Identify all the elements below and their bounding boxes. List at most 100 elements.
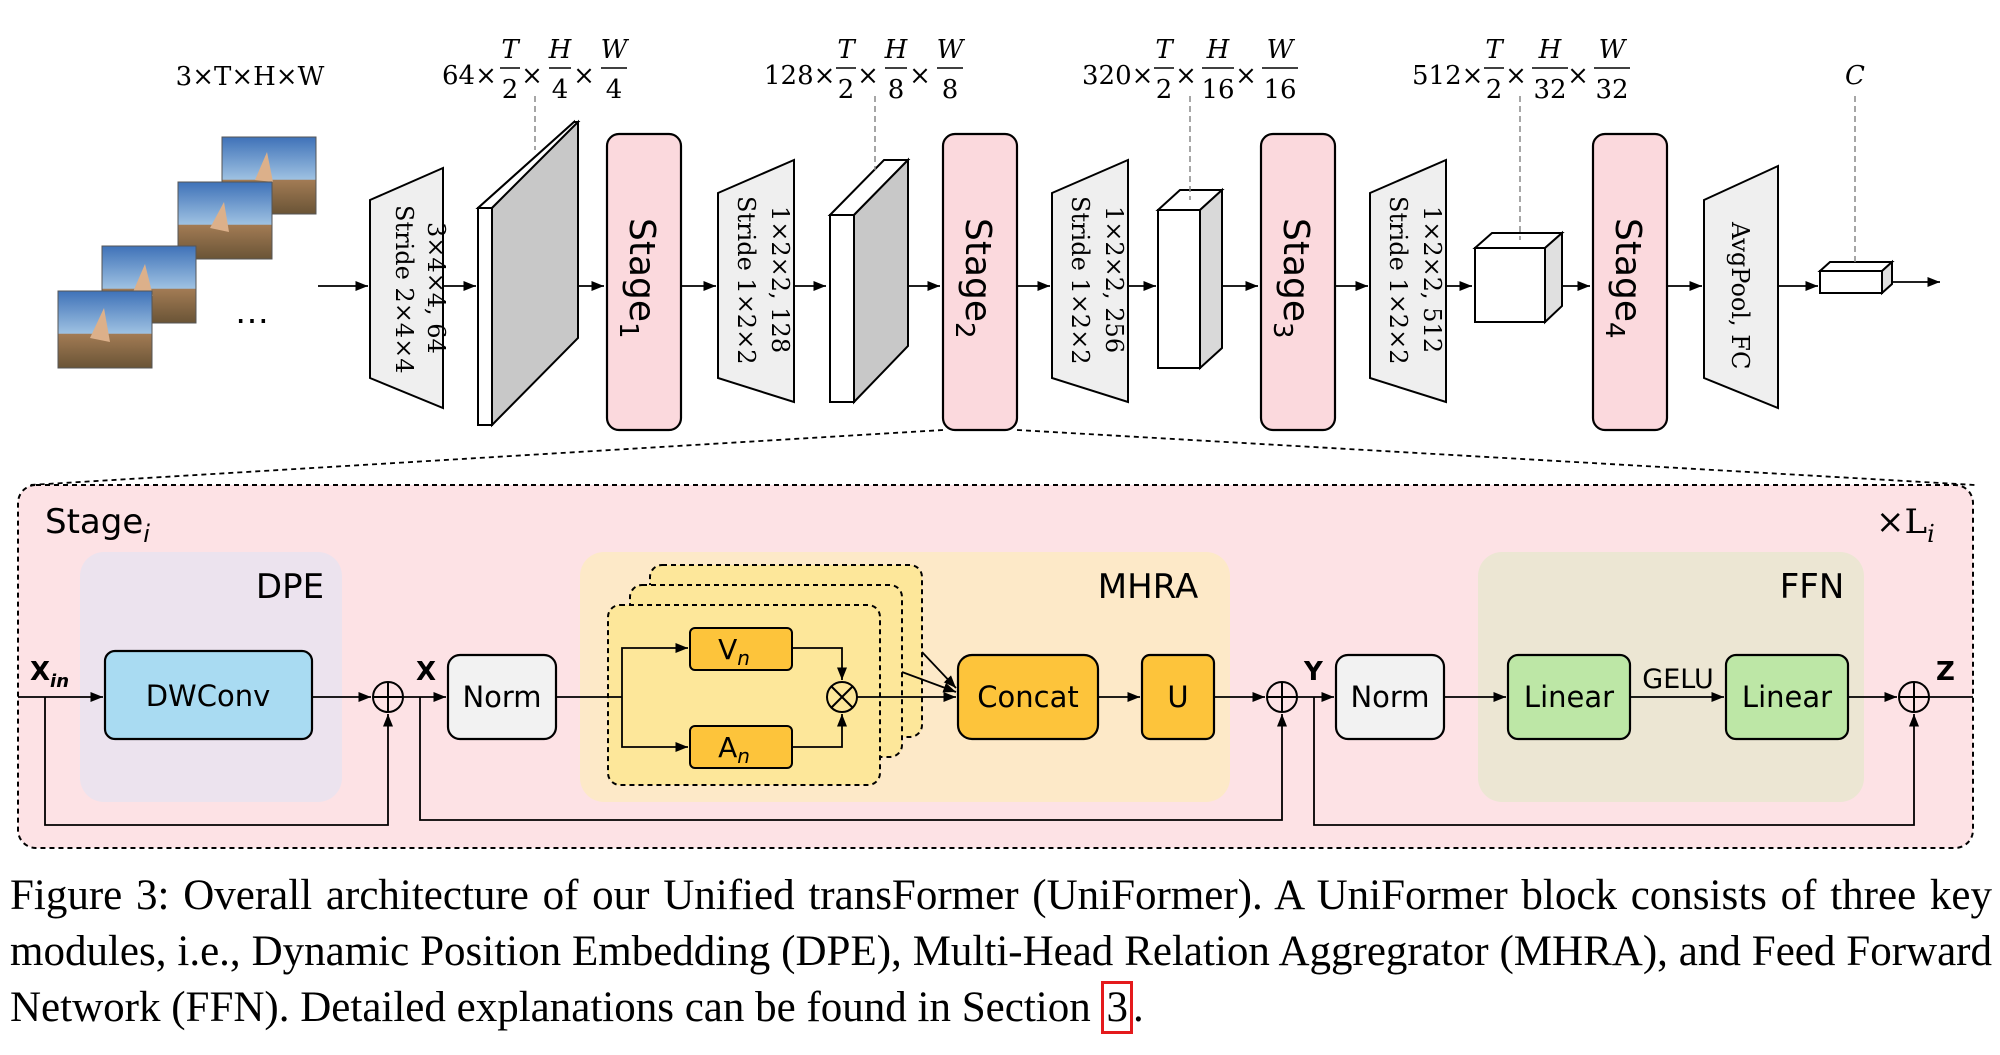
avgpool-fc-head: AvgPool, FC: [1703, 164, 1779, 410]
stage-1-box: Stage1: [605, 132, 683, 432]
svg-text:T: T: [837, 35, 856, 65]
input-dimension-label: 3×T×H×W: [176, 62, 325, 92]
svg-text:Stage4: Stage4: [1599, 218, 1648, 339]
zoom-line-left: [29, 429, 944, 486]
affinity-label: An: [718, 731, 750, 768]
x-in-label: Xin: [30, 657, 69, 692]
svg-text:4: 4: [606, 75, 623, 105]
value-box: [689, 627, 793, 671]
dpe-title: DPE: [256, 567, 324, 607]
svg-text:128×: 128×: [764, 61, 835, 91]
svg-text:16: 16: [1263, 75, 1296, 105]
top-pipeline: ⋯ 3×T×H×W 3×4×4, 64 Stride 2×4×4 Stage1: [29, 35, 1976, 486]
svg-text:Stage3: Stage3: [1267, 218, 1316, 339]
input-video-frames: ⋯: [57, 136, 317, 369]
conv-4-stride: Stride 1×2×2: [1384, 196, 1412, 364]
svg-text:×: ×: [1235, 61, 1257, 91]
svg-text:H: H: [1538, 35, 1563, 65]
svg-text:×: ×: [521, 61, 543, 91]
stage-dimension-labels: 64× T 2 × H 4 × W 4 128× T 2 × H: [442, 35, 1865, 105]
svg-text:×: ×: [1175, 61, 1197, 91]
dimension-leaders: [534, 96, 1856, 266]
block-title: Stagei: [45, 502, 150, 548]
svg-text:512×: 512×: [1412, 61, 1483, 91]
svg-text:2: 2: [838, 75, 855, 105]
stage-1-label: Stage: [621, 218, 662, 322]
head-label: AvgPool, FC: [1726, 221, 1754, 369]
feature-map-2: [827, 157, 911, 405]
svg-text:320×: 320×: [1082, 61, 1153, 91]
y-label: Y: [1303, 657, 1324, 687]
caption-end: .: [1132, 984, 1144, 1031]
linear-1-label: Linear: [1524, 680, 1614, 714]
section-reference-link[interactable]: 3: [1101, 981, 1133, 1034]
value-label: Vn: [718, 633, 750, 670]
svg-text:Stage2: Stage2: [949, 218, 998, 339]
svg-text:×: ×: [857, 61, 879, 91]
svg-text:×: ×: [573, 61, 595, 91]
stage-3-sub: 3: [1267, 322, 1297, 339]
caption-text: Figure 3: Overall architecture of our Un…: [10, 872, 1992, 1031]
figure-caption: Figure 3: Overall architecture of our Un…: [10, 868, 1992, 1036]
svg-text:×: ×: [909, 61, 931, 91]
stage-1-sub: 1: [613, 322, 643, 339]
svg-text:W: W: [937, 35, 966, 65]
stage-4-box: Stage4: [1591, 132, 1669, 432]
svg-text:8: 8: [942, 75, 959, 105]
svg-text:8: 8: [888, 75, 905, 105]
linear-2-label: Linear: [1742, 680, 1832, 714]
norm-1-label: Norm: [462, 680, 541, 714]
feature-map-4: [1472, 230, 1565, 325]
zoom-line-right: [1016, 429, 1976, 486]
block-repeat: ×Li: [1876, 502, 1935, 548]
stage-2-box: Stage2: [941, 132, 1019, 432]
conv-1-kernel: 3×4×4, 64: [422, 222, 450, 354]
svg-text:4: 4: [552, 75, 569, 105]
svg-text:Stage1: Stage1: [613, 218, 662, 339]
mhra-title: MHRA: [1098, 567, 1198, 607]
conv-2-stride: Stride 1×2×2: [732, 196, 760, 364]
conv-4-kernel: 1×2×2, 512: [1418, 206, 1446, 353]
svg-text:T: T: [1485, 35, 1504, 65]
svg-text:H: H: [884, 35, 909, 65]
svg-text:64×: 64×: [442, 61, 497, 91]
dim-label-4: 512× T 2 × H 32 × W 32: [1412, 35, 1630, 105]
conv-2-kernel: 1×2×2, 128: [766, 206, 794, 353]
svg-text:T: T: [501, 35, 520, 65]
conv-3-kernel: 1×2×2, 256: [1100, 206, 1128, 353]
frames-ellipsis: ⋯: [235, 301, 269, 341]
svg-text:×: ×: [1505, 61, 1527, 91]
concat-label: Concat: [977, 680, 1078, 714]
dim-label-2: 128× T 2 × H 8 × W 8: [764, 35, 966, 105]
dim-label-1: 64× T 2 × H 4 × W 4: [442, 35, 630, 105]
feature-map-1: [475, 119, 581, 428]
z-label: Z: [1936, 657, 1955, 687]
svg-text:16: 16: [1201, 75, 1234, 105]
conv-embed-2: 1×2×2, 128 Stride 1×2×2: [717, 158, 795, 404]
svg-text:H: H: [1206, 35, 1231, 65]
add-icon-2: [1266, 681, 1298, 713]
stage-3-box: Stage3: [1259, 132, 1337, 432]
conv-embed-1: 3×4×4, 64 Stride 2×4×4: [369, 166, 450, 410]
dwconv-box: [103, 649, 314, 741]
output-dimension-label: C: [1845, 61, 1865, 91]
svg-text:W: W: [1599, 35, 1628, 65]
svg-text:32: 32: [1595, 75, 1628, 105]
conv-embed-4: 1×2×2, 512 Stride 1×2×2: [1369, 158, 1447, 404]
feature-map-3: [1155, 187, 1225, 371]
u-label: U: [1167, 680, 1188, 714]
stage-2-sub: 2: [949, 322, 979, 339]
stage-4-sub: 4: [1599, 322, 1629, 339]
stage-block-detail: Stagei ×Li DPE DWConv MHRA Vn An Concat …: [17, 484, 1974, 849]
svg-text:H: H: [548, 35, 573, 65]
svg-text:32: 32: [1533, 75, 1566, 105]
norm-2-label: Norm: [1350, 680, 1429, 714]
svg-text:W: W: [601, 35, 630, 65]
svg-text:2: 2: [502, 75, 519, 105]
dwconv-label: DWConv: [146, 679, 271, 713]
stage-2-label: Stage: [957, 218, 998, 322]
stage-4-label: Stage: [1607, 218, 1648, 322]
add-icon-3: [1898, 681, 1930, 713]
ffn-title: FFN: [1780, 567, 1845, 607]
svg-text:2: 2: [1156, 75, 1173, 105]
